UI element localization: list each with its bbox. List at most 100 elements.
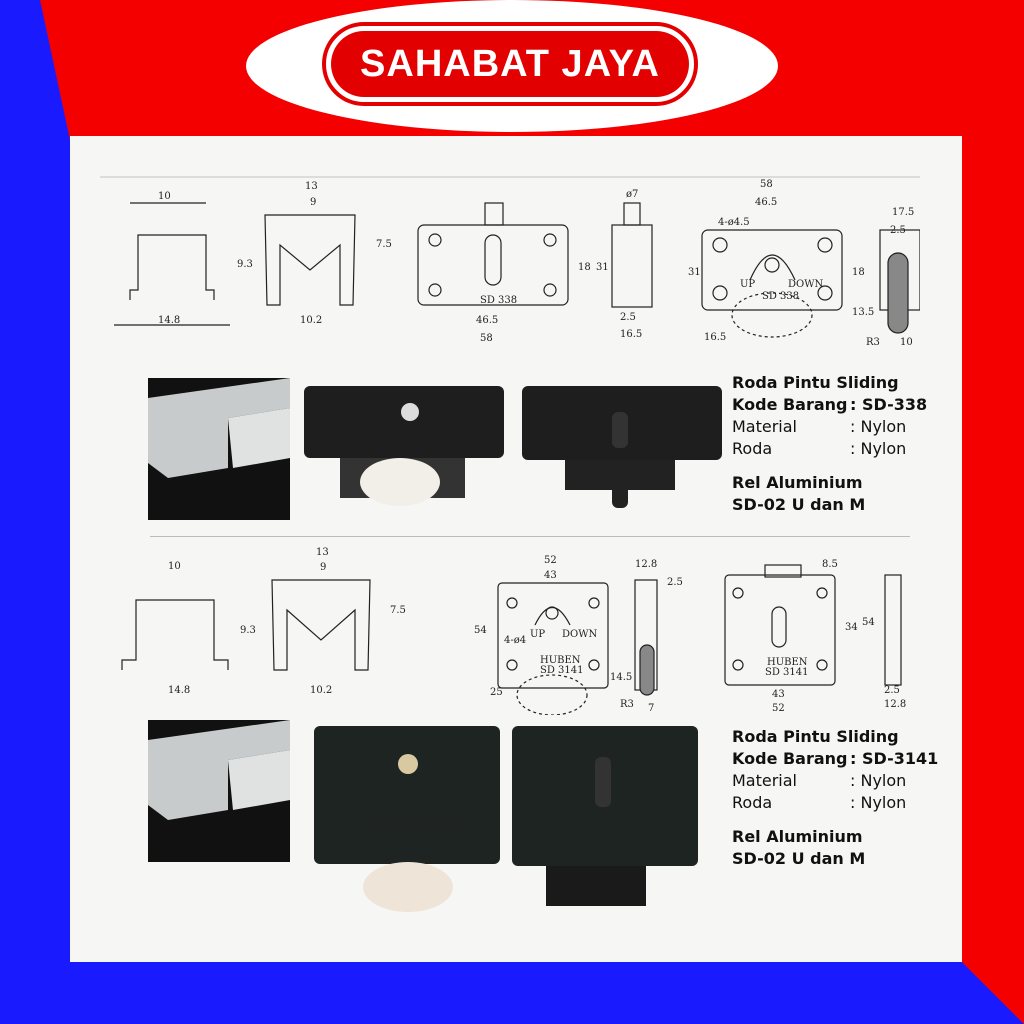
svg-text:SD 338: SD 338 [480, 295, 517, 306]
svg-text:13: 13 [305, 181, 318, 192]
brand-name: SAHABAT JAYA [331, 31, 689, 97]
rail-title: Rel Aluminium [732, 473, 863, 492]
code-value: : SD-3141 [850, 749, 939, 768]
svg-text:52: 52 [772, 703, 785, 714]
svg-text:UP: UP [530, 629, 545, 640]
sd338-photos [304, 386, 722, 508]
svg-text:54: 54 [474, 625, 487, 636]
sd338-side [611, 224, 653, 308]
sd3141-profile [884, 574, 902, 686]
svg-text:9: 9 [310, 197, 316, 208]
svg-text:SD 338: SD 338 [762, 291, 799, 302]
svg-text:ø7: ø7 [626, 189, 638, 200]
svg-text:SD 3141: SD 3141 [765, 667, 809, 678]
svg-text:18: 18 [852, 267, 865, 278]
svg-text:SD 3141: SD 3141 [540, 665, 584, 676]
blue-stripe-bottom [0, 962, 1024, 1024]
sd338-front-photo [304, 386, 504, 458]
sd3141-photos: HUBEN SD 31-41 [314, 726, 698, 912]
svg-text:58: 58 [760, 179, 773, 190]
sd338-info: Roda Pintu Sliding Kode Barang: SD-338 M… [732, 372, 927, 516]
svg-text:13.5: 13.5 [852, 307, 874, 318]
svg-text:16.5: 16.5 [704, 332, 726, 343]
sd338-back-plate [701, 229, 843, 311]
wheel-label: Roda [732, 793, 773, 812]
svg-text:12.8: 12.8 [884, 699, 906, 710]
svg-text:HUBEN: HUBEN [767, 657, 808, 668]
svg-text:10: 10 [158, 191, 171, 202]
svg-text:17.5: 17.5 [892, 207, 914, 218]
svg-text:13: 13 [316, 547, 329, 558]
svg-text:25: 25 [490, 687, 503, 698]
product-title: Roda Pintu Sliding [732, 727, 899, 746]
product-title: Roda Pintu Sliding [732, 373, 899, 392]
drawings-sd338: 10 9.3 14.8 13 9 7.5 10.2 SD 338 46.5 58… [100, 176, 920, 348]
code-value: : SD-338 [850, 395, 928, 414]
rail-code: SD-02 U dan M [732, 495, 866, 514]
huben-label: HUBEN SD 31-41 [368, 822, 459, 833]
rail-code: SD-02 U dan M [732, 849, 866, 868]
m-rail-profile [264, 214, 356, 306]
svg-text:9.3: 9.3 [240, 625, 256, 636]
svg-text:52: 52 [544, 555, 557, 566]
svg-text:4-ø4.5: 4-ø4.5 [718, 217, 750, 228]
wheel-value: : Nylon [850, 793, 907, 812]
svg-text:14.8: 14.8 [168, 685, 190, 696]
blue-stripe-left [0, 0, 70, 1024]
svg-text:DOWN: DOWN [562, 629, 597, 640]
wheel-value: : Nylon [850, 439, 907, 458]
svg-text:43: 43 [772, 689, 785, 700]
rail-title: Rel Aluminium [732, 827, 863, 846]
svg-text:9: 9 [320, 562, 326, 573]
sd3141-front-photo [314, 726, 500, 864]
brand-logo: SAHABAT JAYA [322, 22, 698, 106]
svg-text:10: 10 [900, 337, 913, 348]
material-label: Material [732, 417, 797, 436]
svg-text:2.5: 2.5 [884, 685, 900, 696]
section-divider [150, 536, 910, 537]
material-value: : Nylon [850, 417, 907, 436]
red-corner [962, 962, 1024, 1024]
svg-text:12.8: 12.8 [635, 559, 657, 570]
svg-text:18: 18 [578, 262, 591, 273]
svg-text:46.5: 46.5 [755, 197, 777, 208]
svg-text:2.5: 2.5 [620, 312, 636, 323]
svg-text:R3: R3 [866, 337, 880, 348]
svg-text:4-ø4: 4-ø4 [504, 635, 526, 646]
svg-text:14.5: 14.5 [610, 672, 632, 683]
rail-photo-1 [148, 378, 290, 520]
m-rail-profile-2 [271, 579, 371, 671]
svg-text:16.5: 16.5 [620, 329, 642, 340]
svg-text:54: 54 [862, 617, 875, 628]
material-value: : Nylon [850, 771, 907, 790]
svg-text:58: 58 [480, 333, 493, 344]
sd3141-front-plate [724, 574, 836, 686]
code-label: Kode Barang [732, 749, 848, 768]
svg-text:9.3: 9.3 [237, 259, 253, 270]
svg-text:34: 34 [845, 622, 858, 633]
svg-text:HUBEN: HUBEN [540, 655, 581, 666]
svg-text:8.5: 8.5 [822, 559, 838, 570]
u-rail-profile [129, 234, 215, 300]
svg-text:46.5: 46.5 [476, 315, 498, 326]
svg-text:DOWN: DOWN [788, 279, 823, 290]
svg-text:10.2: 10.2 [310, 685, 332, 696]
drawings-sd3141: 10 9.3 14.8 13 9 7.5 10.2 52 43 54 4-ø4 … [121, 547, 906, 715]
svg-text:7: 7 [648, 703, 654, 714]
u-rail-profile-2 [121, 599, 229, 670]
svg-text:7.5: 7.5 [376, 239, 392, 250]
material-label: Material [732, 771, 797, 790]
svg-text:2.5: 2.5 [890, 225, 906, 236]
svg-text:10: 10 [168, 561, 181, 572]
sd3141-back-plate [497, 582, 609, 689]
svg-text:43: 43 [544, 570, 557, 581]
svg-text:31: 31 [688, 267, 701, 278]
svg-text:R3: R3 [620, 699, 634, 710]
svg-text:14.8: 14.8 [158, 315, 180, 326]
svg-text:31: 31 [596, 262, 609, 273]
svg-text:10.2: 10.2 [300, 315, 322, 326]
wheel-label: Roda [732, 439, 773, 458]
code-label: Kode Barang [732, 395, 848, 414]
sd3141-info: Roda Pintu Sliding Kode Barang: SD-3141 … [732, 726, 938, 870]
